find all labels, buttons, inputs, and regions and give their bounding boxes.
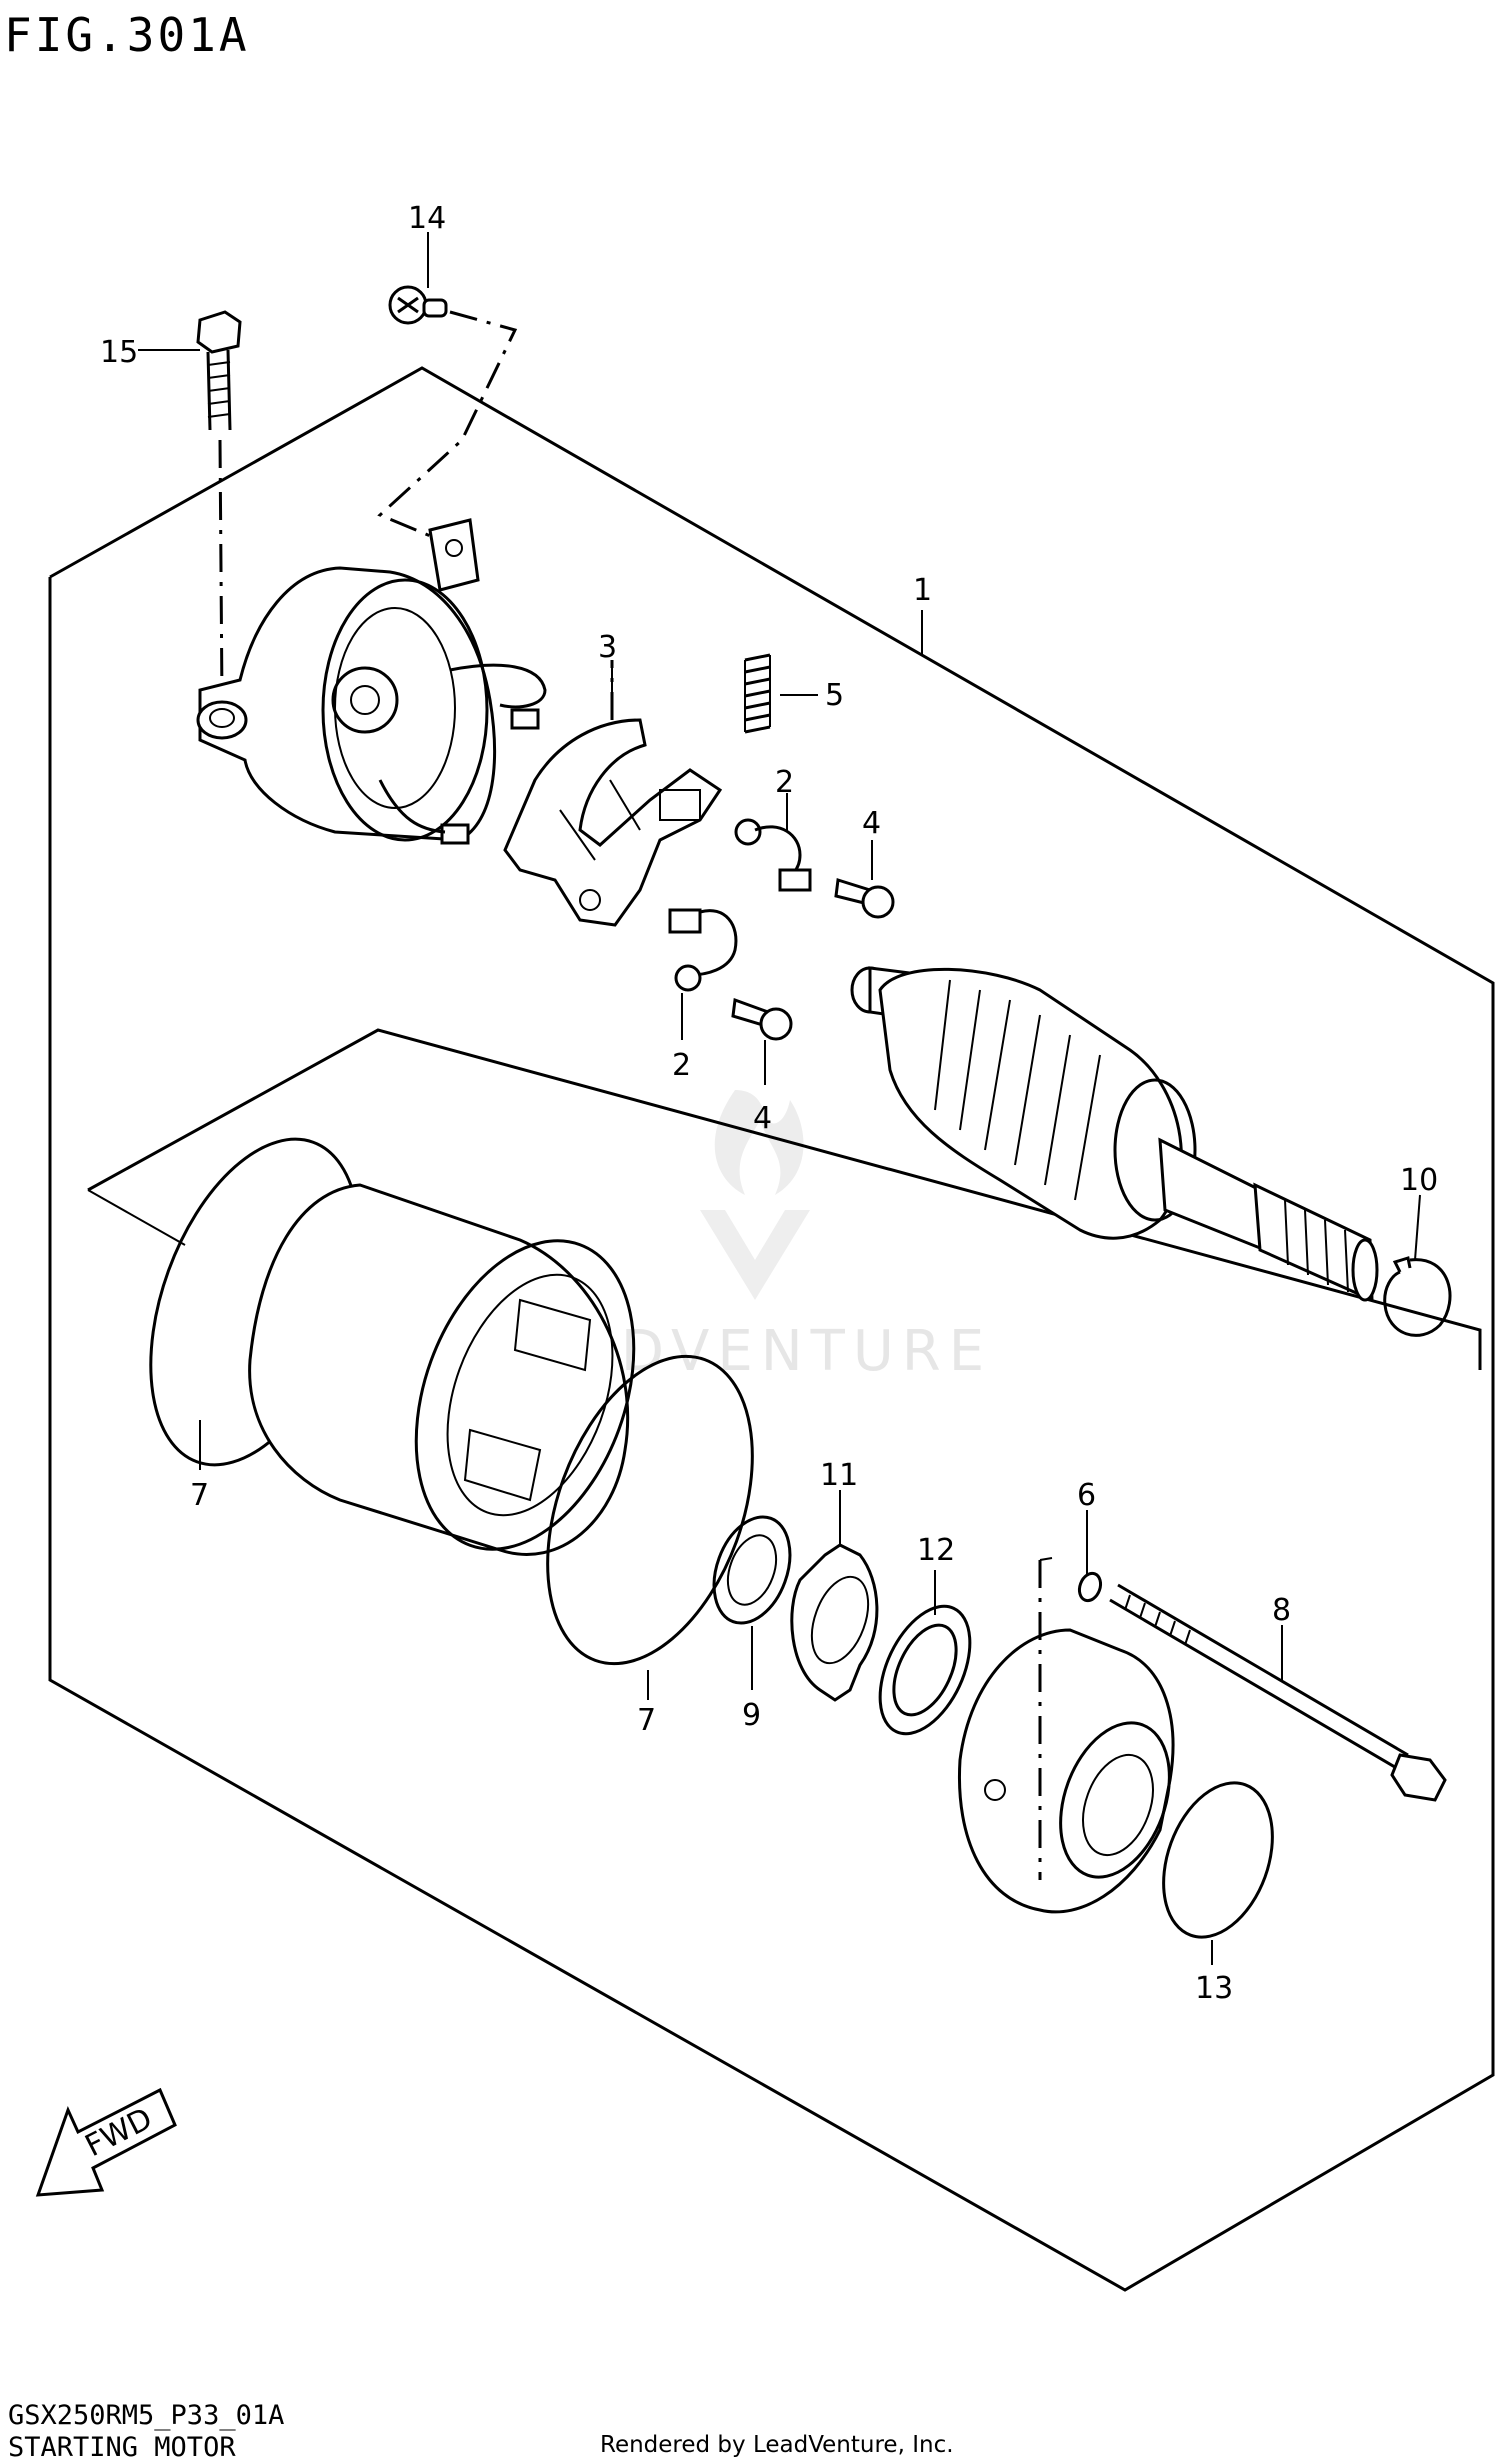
part-6-small-o-ring [1077,1571,1103,1603]
leader-lines [138,232,1421,1965]
part-9-washer [712,1515,792,1625]
part-8-through-bolt [1109,1583,1447,1802]
part-2-brush-lower [668,908,738,992]
yoke [248,1183,636,1556]
fwd-arrow: FWD [35,2087,177,2197]
callout-2-upper: 2 [775,765,794,800]
callout-14: 14 [408,201,446,236]
callout-7-left: 7 [190,1478,209,1513]
part-5-spring [744,653,771,734]
rendered-by-credit: Rendered by LeadVenture, Inc. [600,2432,954,2458]
callout-12: 12 [917,1533,955,1568]
callout-3: 3 [598,630,617,665]
rear-cover [196,518,547,845]
model-code: GSX250RM5_P33_01A [8,2400,285,2431]
callout-8: 8 [1272,1593,1291,1628]
motor-group-outline [87,1189,186,1246]
callout-1: 1 [913,573,932,608]
part-4-screw-lower [731,997,793,1041]
assembly-boundary-inner [87,1028,1482,1370]
assembly-boundary-upper [48,366,1495,2292]
callout-15: 15 [100,335,138,370]
part-7-o-ring-right [546,1354,754,1666]
watermark-flame-icon [714,1090,804,1195]
part-4-screw-upper [834,878,895,919]
callout-5: 5 [825,678,844,713]
watermark-v-icon [700,1210,810,1300]
figure-title: FIG.301A [4,8,250,62]
part-12-oil-seal [878,1604,972,1736]
armature [850,966,1379,1303]
callout-labels: 1 2 2 3 4 4 5 6 7 7 8 9 10 11 12 13 14 1… [100,201,1438,2006]
callout-7-right: 7 [637,1703,656,1738]
callout-10: 10 [1400,1163,1438,1198]
part-2-brush-upper [734,818,812,892]
part-10-circlip [1383,1256,1452,1337]
front-housing [957,1557,1175,1914]
part-14-screw [377,285,518,542]
callout-4-lower: 4 [753,1101,772,1136]
callout-4-upper: 4 [862,806,881,841]
callout-9: 9 [742,1698,761,1733]
part-11-lock-washer [790,1543,879,1702]
part-13-o-ring [1162,1781,1274,1939]
section-name: STARTING MOTOR [8,2432,236,2463]
callout-13: 13 [1195,1971,1233,2006]
callout-11: 11 [820,1458,858,1493]
callout-2-lower: 2 [672,1048,691,1083]
part-15-bolt [196,310,242,701]
callout-6: 6 [1077,1478,1096,1513]
